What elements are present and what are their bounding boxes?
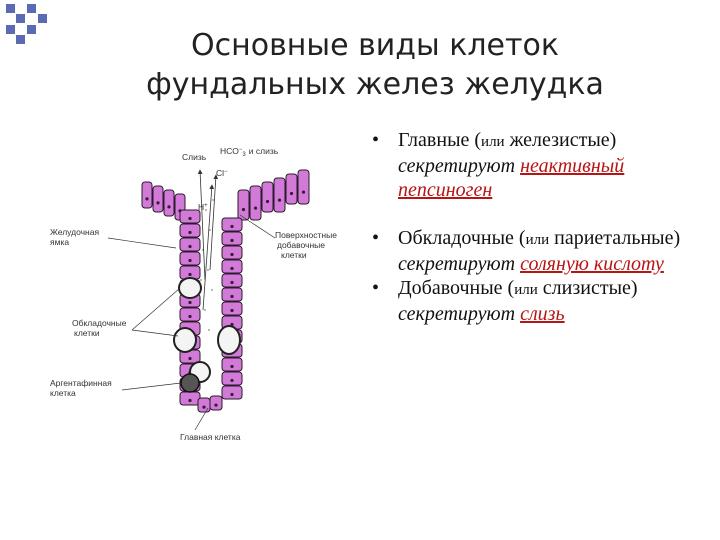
cell-nucleus [145,197,148,200]
cell-nucleus [242,208,245,211]
cell-nucleus [230,393,233,396]
cell-type-list: • Главные (или железистые) секретируют н… [368,128,688,326]
bullet-text: Главные (или железистые) секретируют неа… [398,129,624,201]
epithelial-cell [222,372,242,385]
cell-nucleus [230,253,233,256]
epithelial-cell [222,358,242,371]
argentaffin-cell [181,374,199,392]
epithelial-cell [222,274,242,287]
bullet-chief-cells: • Главные (или железистые) секретируют н… [368,128,688,202]
cell-nucleus [188,217,191,220]
parietal-cell [174,328,196,352]
slide-title: Основные виды клеток фундальных желез же… [70,26,680,104]
cell-nucleus [167,205,170,208]
cell-nucleus [290,192,293,195]
epithelial-cell [153,186,163,212]
label-mucus: Слизь [182,152,207,162]
epithelial-cells [142,170,309,412]
epithelial-cell [262,182,273,212]
title-line-2: фундальных желез желудка [70,65,680,104]
epithelial-cell [164,190,174,216]
cell-nucleus [230,309,233,312]
cell-nucleus [230,225,233,228]
epithelial-cell [286,174,297,204]
cell-nucleus [202,406,205,409]
bullet-text: Добавочные (или слизистые) секретируют с… [398,277,638,325]
parietal-cell [179,278,201,298]
bullet-accessory-cells: • Добавочные (или слизистые) секретируют… [368,276,688,326]
epithelial-cell [222,288,242,301]
cell-nucleus [230,281,233,284]
cell-nucleus [188,259,191,262]
cell-nucleus [188,231,191,234]
cell-nucleus [214,404,217,407]
corner-decoration [0,0,60,45]
cell-nucleus [188,315,191,318]
epithelial-cell [222,232,242,245]
cell-nucleus [230,239,233,242]
cell-nucleus [230,379,233,382]
label-cl: Cl− [216,168,228,178]
epithelial-cell [250,186,261,220]
label-chief-cell: Главная клетка [180,432,241,442]
epithelial-cell [180,224,200,237]
epithelial-cell [180,238,200,251]
epithelial-cell [180,210,200,223]
epithelial-cell [222,260,242,273]
epithelial-cell [180,392,200,405]
cell-nucleus [230,267,233,270]
epithelial-cell [210,396,222,410]
epithelial-cell [180,308,200,321]
epithelial-cell [198,398,210,412]
epithelial-cell [222,302,242,315]
cell-nucleus [156,201,159,204]
epithelial-cell [142,182,152,208]
epithelial-cell [222,246,242,259]
cell-nucleus [254,207,257,210]
bullet-parietal-cells: • Обкладочные (или париетальные) секрети… [368,226,688,276]
cell-nucleus [188,273,191,276]
title-line-1: Основные виды клеток [70,26,680,65]
bullet-icon: • [372,128,379,152]
parietal-cell [218,326,240,354]
epithelial-cell [222,386,242,399]
epithelial-cell [238,190,249,220]
cell-nucleus [302,191,305,194]
bullet-icon: • [372,276,379,300]
label-surface-cells: Поверхностные добавочные клетки [275,230,339,260]
cell-nucleus [230,295,233,298]
epithelial-cell [298,170,309,204]
cell-nucleus [188,301,191,304]
label-gastric-pit: Желудочная ямка [50,227,101,247]
label-argentaffin-cell: Аргентафинная клетка [50,378,114,398]
cell-nucleus [230,365,233,368]
bullet-icon: • [372,226,379,250]
label-parietal-cells: Обкладочные клетки [72,318,129,338]
bullet-text: Обкладочные (или париетальные) секретиру… [398,227,680,275]
epithelial-cell [222,218,242,231]
cell-nucleus [266,200,269,203]
cell-nucleus [188,399,191,402]
cell-nucleus [278,199,281,202]
cell-nucleus [188,357,191,360]
epithelial-cell [274,178,285,212]
cell-nucleus [188,245,191,248]
epithelial-cell [180,252,200,265]
